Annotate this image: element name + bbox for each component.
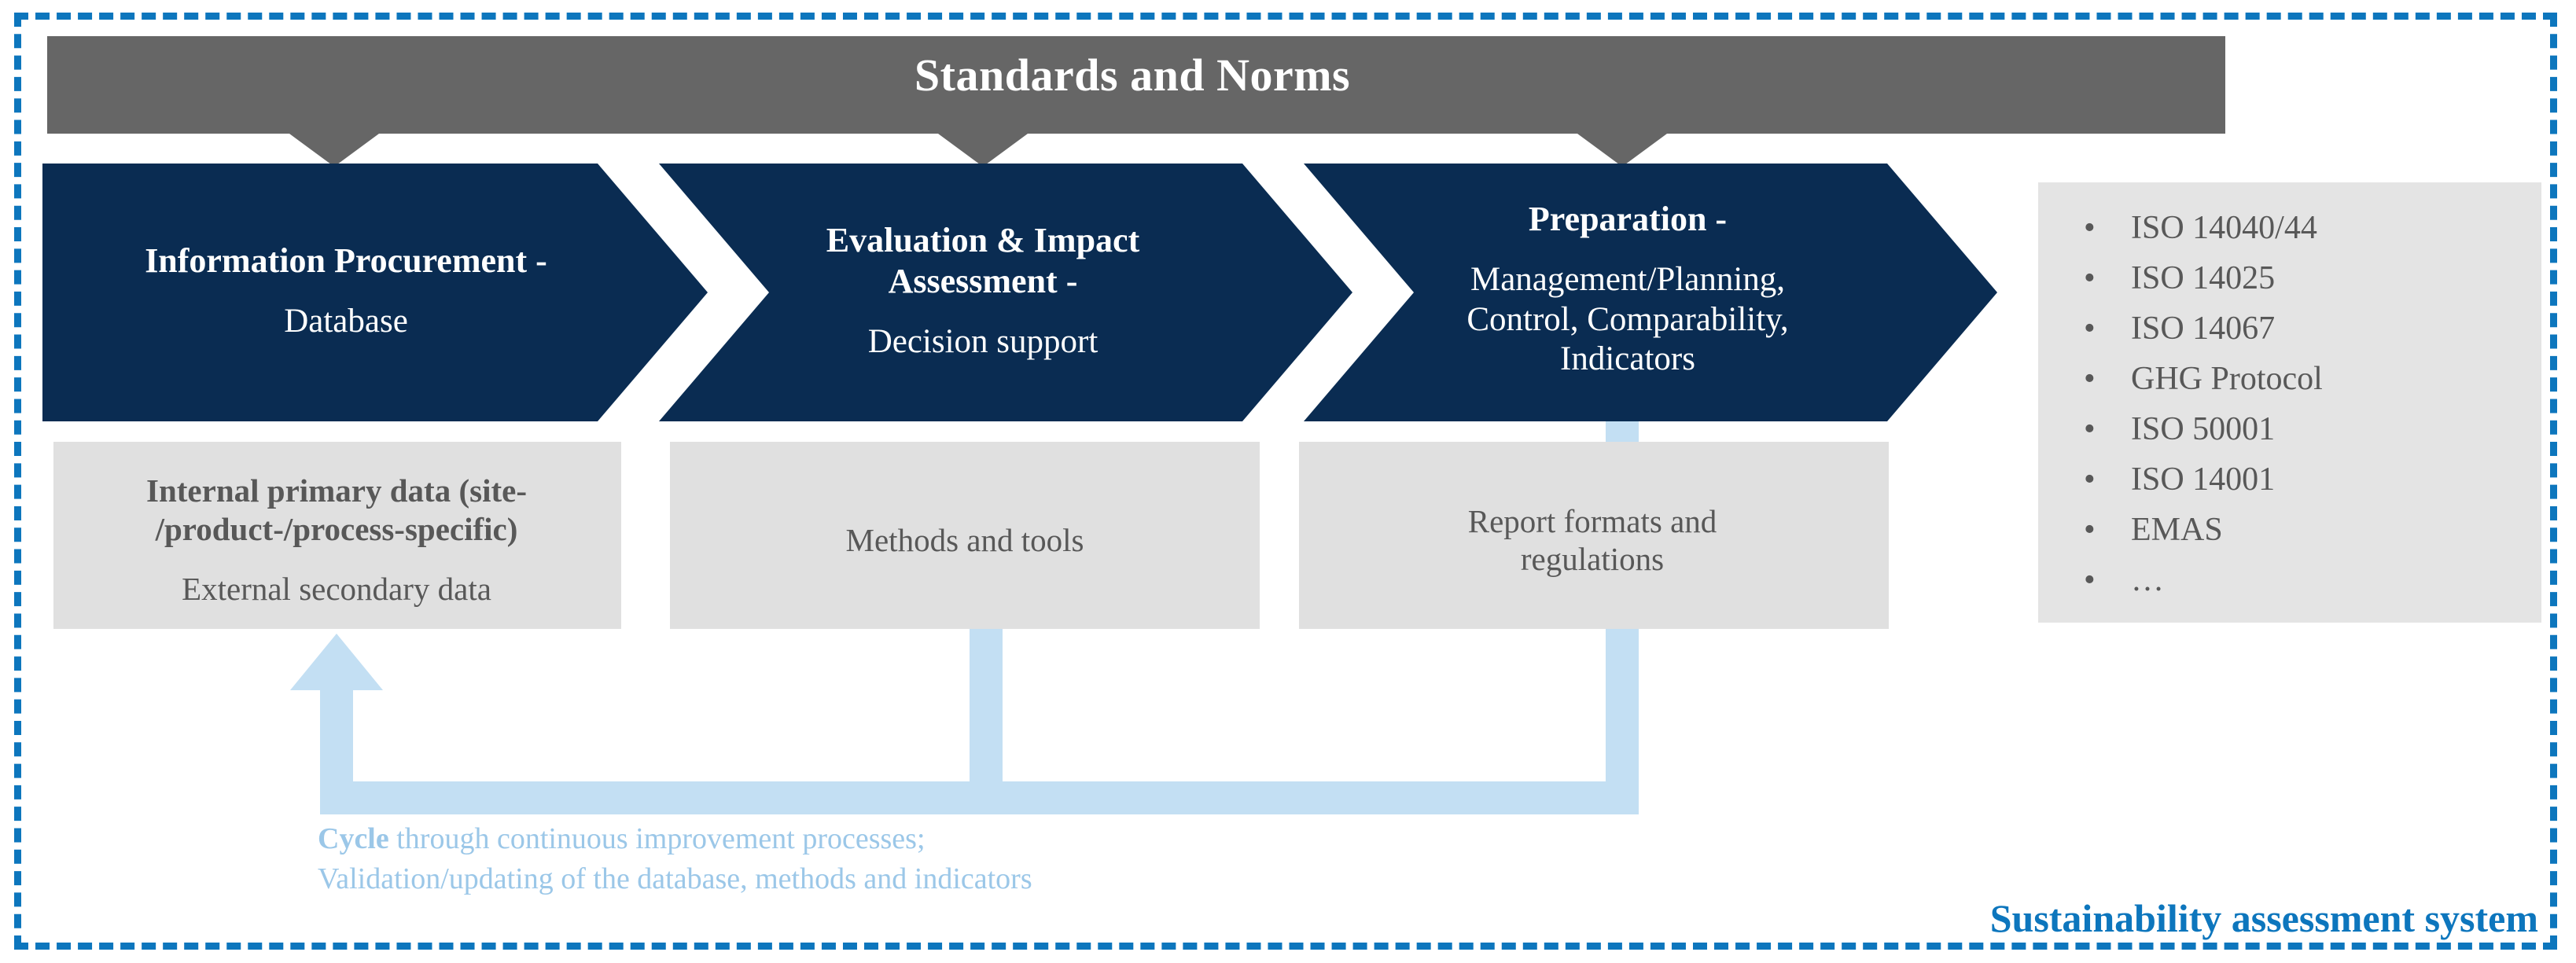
support-box-1-shape[interactable] [53,442,621,629]
list-item-label: ISO 14067 [2131,311,2276,347]
standards-bar-title: Standards and Norms [914,49,1351,101]
list-item-label: ISO 14040/44 [2131,210,2317,246]
process-step-3-subtitle-line3: Indicators [1560,340,1695,378]
process-step-2-label: Evaluation & Impact Assessment - Decisio… [731,165,1235,417]
bullet-icon: • [2084,260,2096,296]
support-box-1-label: Internal primary data (site- /product-/p… [61,442,612,638]
list-item[interactable]: • ISO 14067 [2038,303,2541,354]
list-item[interactable]: • ISO 14001 [2038,454,2541,505]
support-box-3-shape[interactable] [1299,442,1889,629]
support-box-3-normal-line1: Report formats and [1467,502,1717,539]
standards-list-panel-shape[interactable] [2038,182,2541,623]
list-item[interactable]: • EMAS [2038,505,2541,555]
process-step-1-subtitle: Database [284,302,408,340]
process-step-3-title: Preparation - [1528,199,1728,238]
bullet-icon: • [2084,311,2096,347]
support-box-1-strong-line1: Internal primary data (site- [146,472,527,509]
support-box-2-label: Methods and tools [678,442,1252,638]
bullet-icon: • [2084,512,2096,548]
bullet-icon: • [2084,361,2096,397]
process-step-3-shape[interactable] [1304,164,1997,421]
bullet-icon: • [2084,411,2096,447]
process-step-1-shape[interactable] [42,164,708,421]
process-step-2-shape[interactable] [659,164,1352,421]
support-box-3-normal-line2: regulations [1520,541,1665,577]
cycle-caption: Cycle through continuous improvement pro… [318,819,1419,899]
support-box-2-normal: Methods and tools [845,521,1084,558]
list-item[interactable]: • GHG Protocol [2038,354,2541,404]
process-step-3-label: Preparation - Management/Planning, Contr… [1368,156,1887,423]
cycle-caption-rest: through continuous improvement processes… [388,822,926,855]
process-step-2-subtitle: Decision support [867,322,1098,360]
bullet-icon: • [2084,461,2096,498]
list-item[interactable]: • ISO 14040/44 [2038,203,2541,253]
cycle-caption-keyword: Cycle [318,822,389,855]
standards-bar-shape [47,36,2225,167]
bullet-icon: • [2084,210,2096,246]
list-item-label: EMAS [2131,512,2223,548]
list-item-label: ISO 50001 [2131,411,2276,447]
list-item[interactable]: • ISO 14025 [2038,253,2541,303]
sustainability-system-boundary [14,13,2557,950]
list-item-label: ISO 14001 [2131,461,2276,498]
process-step-2-title-line1: Evaluation & Impact [826,220,1140,259]
list-item[interactable]: • ISO 50001 [2038,404,2541,454]
cycle-caption-line2: Validation/updating of the database, met… [318,862,1032,895]
system-boundary-label: Sustainability assessment system [1989,896,2538,940]
support-box-1-strong-line2: /product-/process-specific) [155,510,518,547]
list-item-label: ISO 14025 [2131,260,2276,296]
process-step-2-title-line2: Assessment - [888,261,1078,300]
support-box-1-normal: External secondary data [182,571,491,608]
process-step-1-title: Information Procurement - [145,241,547,280]
list-item-label: … [2131,562,2164,598]
cycle-caption-line1: Cycle through continuous improvement pro… [318,819,1419,859]
support-box-2-shape[interactable] [670,442,1260,629]
support-box-3-label: Report formats and regulations [1305,442,1879,638]
list-item[interactable]: • … [2038,555,2541,605]
process-step-3-subtitle-line1: Management/Planning, [1470,260,1786,298]
standards-list: • ISO 14040/44 • ISO 14025 • ISO 14067 •… [2038,182,2541,623]
list-item-label: GHG Protocol [2131,361,2323,397]
process-step-3-subtitle-line2: Control, Comparability, [1466,300,1789,338]
process-step-1-label: Information Procurement - Database [71,165,621,417]
bullet-icon: • [2084,562,2096,598]
